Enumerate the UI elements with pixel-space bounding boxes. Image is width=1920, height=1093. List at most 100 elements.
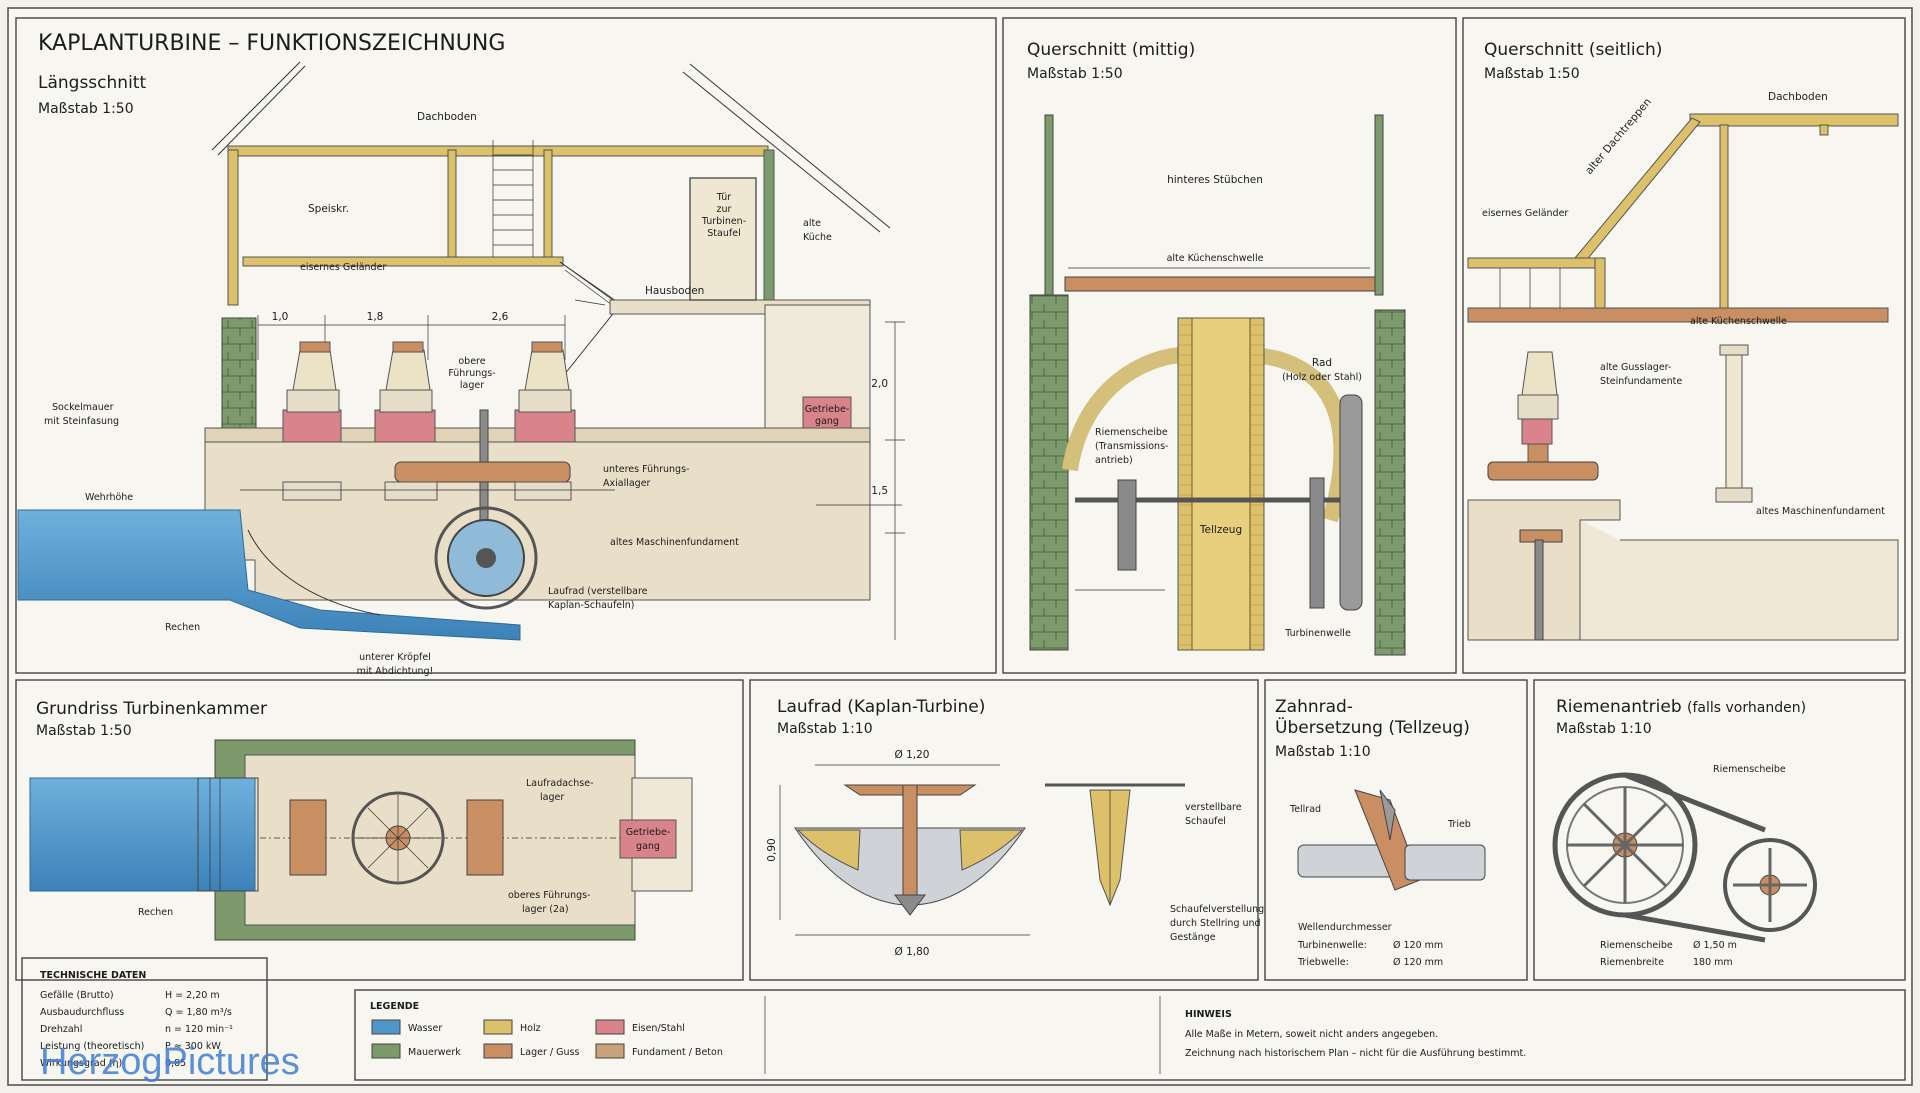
lr-stellring-3: Gestänge [1170,932,1216,943]
panel-tech-data [21,957,268,1081]
lr-stellring-1: Schaufelverstellung [1170,904,1264,915]
qs-dachboden: Dachboden [1768,91,1828,103]
ls-dim-2: 1,8 [367,311,384,323]
qm-title: Querschnitt (mittig) [1027,40,1195,60]
ls-obere-fuehrung-1: obere [458,356,485,367]
qm-scale: Maßstab 1:50 [1027,66,1123,82]
tech-data-key: Wirkungsgrad (η) [40,1058,122,1069]
panel-riemen [1533,679,1906,981]
rm-spec-2-k: Riemenbreite [1600,957,1664,968]
ls-tuer-label-3: Turbinen- [701,216,746,227]
ls-kroepfel-1: unterer Kröpfel [359,652,431,663]
tech-data-value: H = 2,20 m [165,990,220,1001]
ls-unteres-fuehrung-1: unteres Führungs- [603,464,689,475]
zr-title-1: Zahnrad- [1275,697,1353,717]
qs-gusslager-1: alte Gusslager- [1600,362,1671,373]
gr-laufradachse-2: lager [540,792,564,803]
qm-riemenscheibe-1: Riemenscheibe [1095,427,1168,438]
rm-spec-1-k: Riemenscheibe [1600,940,1673,951]
legend-label: Mauerwerk [408,1047,461,1058]
gr-title: Grundriss Turbinenkammer [36,699,267,719]
tech-data-rows: Gefälle (Brutto) H = 2,20 m Ausbaudurchflu… [40,990,233,1069]
qs-schwelle: alte Küchenschwelle [1690,316,1787,327]
qs-fundament: altes Maschinenfundament [1756,506,1885,517]
ls-rechen: Rechen [165,622,200,633]
watermark-logo: HerzogPictures [40,1041,300,1083]
lr-height: 0,90 [766,838,778,861]
qm-rad-1: Rad [1312,357,1332,369]
legend-label: Lager / Guss [520,1047,579,1058]
ls-alte-kueche-2: Küche [803,232,832,243]
tech-data-key: Gefälle (Brutto) [40,990,114,1001]
gr-getriebegang-1: Getriebe- [626,827,671,838]
panel-querschnitt-mittig [1002,17,1457,674]
zr-spec-1-k: Turbinenwelle: [1297,940,1367,951]
ls-dim-v1: 2,0 [871,378,888,390]
ls-hausboden-label: Hausboden [645,285,704,297]
tech-data-key: Leistung (theoretisch) [40,1041,144,1052]
panel-laufrad [749,679,1259,981]
tech-data-value: Q = 1,80 m³/s [165,1007,232,1018]
tech-data-key: Drehzahl [40,1024,82,1035]
panel-grundriss [15,679,744,981]
zr-drawing [1297,789,1486,891]
ls-dim-v2: 1,5 [871,485,888,497]
ls-obere-fuehrung-3: lager [460,380,484,391]
lr-scale: Maßstab 1:10 [777,721,873,737]
lr-stellring-2: durch Stellring und [1170,918,1261,929]
rm-scale: Maßstab 1:10 [1556,721,1652,737]
qs-drawing [1467,113,1899,641]
panel-querschnitt-seitlich [1462,17,1906,674]
ls-unteres-fuehrung-2: Axiallager [603,478,651,489]
lr-title: Laufrad (Kaplan-Turbine) [777,697,985,717]
ls-kroepfel-2: mit Abdichtung! [357,666,434,677]
ls-maschinenfundament: altes Maschinenfundament [610,537,739,548]
qm-rad-2: (Holz oder Stahl) [1282,372,1362,383]
ls-dim-3: 2,6 [492,311,509,323]
gr-getriebegang-2: gang [636,841,660,852]
qs-scale: Maßstab 1:50 [1484,66,1580,82]
tech-data-key: Ausbaudurchfluss [40,1007,124,1018]
ls-sockelmauer-2: mit Steinfasung [44,416,119,427]
legend-label: Holz [520,1023,541,1034]
qm-riemenscheibe-3: antrieb) [1095,455,1133,466]
zr-spec-2-v: Ø 120 mm [1393,957,1443,968]
ls-tuer-label-2: zur [717,204,732,215]
hinweis-line-1: Alle Maße in Metern, soweit nicht anders… [1185,1029,1438,1040]
zr-scale: Maßstab 1:10 [1275,744,1371,760]
laengsschnitt-drawing [17,61,905,641]
rm-title: Riemenantrieb (falls vorhanden) [1556,697,1806,717]
ls-tuer-label-1: Tür [716,192,732,203]
ls-gelaender-label: eisernes Geländer [300,262,386,273]
legend-label: Fundament / Beton [632,1047,723,1058]
ls-dim-1: 1,0 [272,311,289,323]
ls-wehrhoehe: Wehrhöhe [85,492,133,503]
ls-getriebegang-1: Getriebe- [805,404,850,415]
lr-drawing [779,764,1185,936]
ls-laufrad-2: Kaplan-Schaufeln) [548,600,635,611]
rm-spec-2-v: 180 mm [1693,957,1733,968]
legend-swatch [483,1043,513,1059]
rm-riemenscheibe: Riemenscheibe [1713,764,1786,775]
zr-tellrad: Tellrad [1289,804,1321,815]
rm-title-suffix: (falls vorhanden) [1687,700,1806,716]
rm-title-main: Riemenantrieb [1556,697,1682,717]
ls-speiskr-label: Speiskr. [308,203,349,215]
gr-oberes-2: lager (2a) [522,904,569,915]
zr-spec-1-v: Ø 120 mm [1393,940,1443,951]
qm-tellzeug: Tellzeug [1199,524,1242,536]
legend-swatch [371,1043,401,1059]
ls-laufrad-1: Laufrad (verstellbare [548,586,648,597]
qm-riemenscheibe-2: (Transmissions- [1095,441,1168,452]
gr-rechen: Rechen [138,907,173,918]
legend-title: LEGENDE [370,1001,419,1012]
tech-data-title: TECHNISCHE DATEN [40,970,146,981]
rm-spec-1-v: Ø 1,50 m [1693,940,1737,951]
laengsschnitt-title: Längsschnitt [38,73,146,93]
lr-schaufel-1: verstellbare [1185,802,1242,813]
legend-swatch [371,1019,401,1035]
qs-title: Querschnitt (seitlich) [1484,40,1662,60]
legend-swatch [595,1043,625,1059]
zr-wellen: Wellendurchmesser [1298,922,1392,933]
